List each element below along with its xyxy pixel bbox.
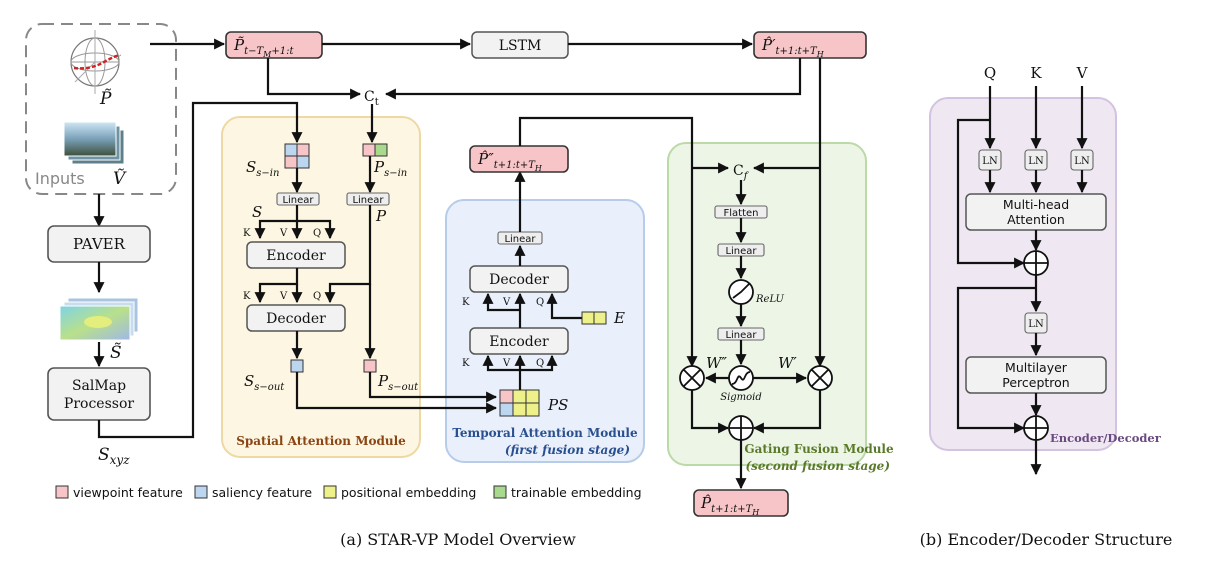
e-tokens [581,311,607,325]
gating-title: Gating Fusion Module [744,442,894,456]
enc-k-label: K [243,228,251,239]
video-frames-icon [63,121,125,165]
legend-saliency-label: saliency feature [212,485,312,500]
dec-k-label: K [243,291,251,302]
multiply-left-icon [679,365,705,391]
encdec-v-label: V [1076,64,1089,82]
output-box [693,489,789,517]
legend: viewpoint feature saliency feature posit… [55,485,642,500]
tdec-v-label: V [502,297,511,308]
tenc-v-label: V [502,358,511,369]
add2-icon [1023,415,1049,441]
mha-line1: Multi-head [1003,197,1069,212]
flatten-label: Flatten [724,208,759,219]
encdec-q-label: Q [984,64,996,82]
tdec-q-label: Q [536,297,544,308]
temporal-decoder-label: Decoder [489,272,549,288]
temporal-encoder-label: Encoder [489,334,549,350]
ps-label: PS [547,396,568,414]
v-tilde-label: Ṽ [113,168,127,189]
spatial-linear-s-label: Linear [282,195,314,206]
temporal-subtitle: (first fusion stage) [505,443,630,457]
temporal-title: Temporal Attention Module [452,426,638,440]
inputs-label: Inputs [35,169,85,188]
p-s-in-tokens [362,143,388,157]
s-label: S [252,203,262,221]
p-s-out-token [363,359,377,373]
e-label: E [613,309,625,327]
spatial-title: Spatial Attention Module [236,434,406,448]
mlp-line2: Perceptron [1002,375,1069,390]
enc-q-label: Q [313,228,321,239]
tenc-q-label: Q [536,358,544,369]
gating-subtitle: (second fusion stage) [745,459,890,473]
p-label: P [375,207,387,225]
encdec-k-label: K [1030,64,1042,82]
s-s-in-tokens [284,143,310,169]
paver-label: PAVER [73,235,126,253]
salmap-processor-box [47,367,151,421]
ps-tokens [499,389,540,417]
relu-label: ReLU [755,294,785,305]
temporal-linear-label: Linear [504,234,536,245]
legend-saliency-swatch [194,485,208,499]
spatial-encoder-label: Encoder [266,248,326,264]
spatial-linear-p [346,192,390,206]
dec-v-label: V [279,291,288,302]
legend-positional-swatch [323,485,337,499]
s-xyz-label: Sxyz [98,445,130,467]
lstm-label: LSTM [499,38,542,54]
spatial-decoder-label: Decoder [266,311,326,327]
legend-trainable-swatch [493,485,507,499]
p-tilde-label: P̃ [99,89,112,109]
p-prime-box [753,31,867,59]
legend-viewpoint-swatch [55,485,69,499]
caption-b: (b) Encoder/Decoder Structure [920,530,1173,549]
gating-linear-1-label: Linear [725,246,757,257]
legend-positional-label: positional embedding [341,485,476,500]
ln-q-label: LN [982,156,998,167]
legend-viewpoint-label: viewpoint feature [73,485,183,500]
add-icon [728,415,754,441]
dec-q-label: Q [313,291,321,302]
spatial-linear-p-label: Linear [352,195,384,206]
multiply-right-icon [807,365,833,391]
inputs-frame [25,23,177,195]
sigmoid-label: Sigmoid [720,392,762,403]
mha-line2: Attention [1007,212,1065,227]
legend-trainable-label: trainable embedding [511,485,642,500]
add1-icon [1023,250,1049,276]
saliency-maps-icon [59,297,139,341]
ln-mlp-label: LN [1028,319,1044,330]
gating-linear-2-label: Linear [725,330,757,341]
sigmoid-icon [728,365,754,391]
s-s-out-token [290,359,304,373]
tdec-k-label: K [462,297,470,308]
w-prime-label: W′ [778,354,797,372]
salmap-line1: SalMap [72,378,126,394]
tenc-k-label: K [462,358,470,369]
mlp-line1: Multilayer [1005,360,1068,375]
w-double-label: W″ [706,354,727,372]
salmap-line2: Processor [64,396,134,412]
s-tilde-label: S̃ [110,343,122,363]
ln-k-label: LN [1028,156,1044,167]
enc-v-label: V [279,228,288,239]
ln-v-label: LN [1074,156,1090,167]
globe-icon [70,30,121,94]
caption-a: (a) STAR-VP Model Overview [340,530,576,549]
relu-icon [728,279,754,305]
encdec-title: Encoder/Decoder [1050,431,1162,445]
